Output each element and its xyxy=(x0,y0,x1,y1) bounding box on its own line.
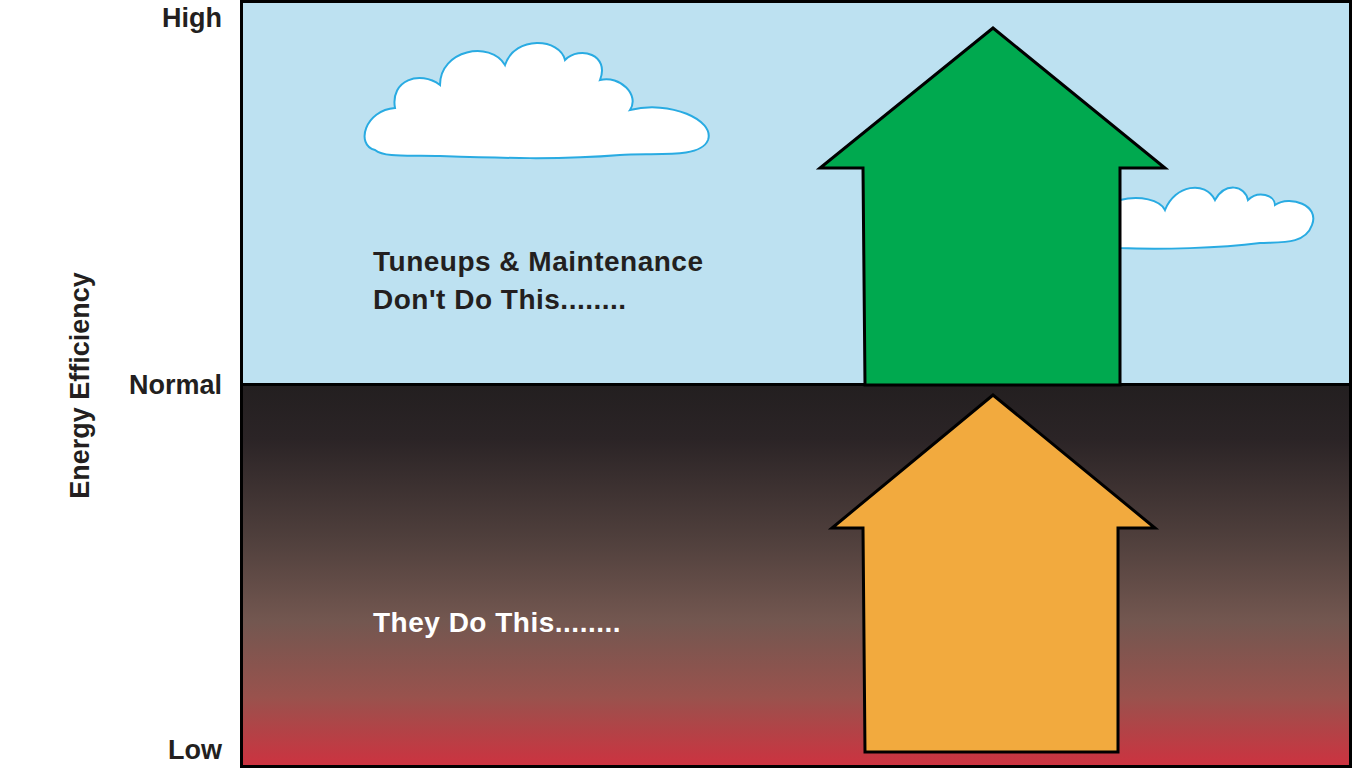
cloud xyxy=(1120,188,1313,249)
cloud xyxy=(365,43,709,158)
up-arrow-high xyxy=(820,28,1165,385)
up-arrow-low xyxy=(832,395,1155,752)
axis-tick-label: Low xyxy=(168,735,222,766)
band-caption: They Do This........ xyxy=(373,604,773,642)
axis-tick-label: High xyxy=(162,3,222,34)
lower-band: They Do This........ xyxy=(240,383,1352,768)
axis-title: Energy Efficiency xyxy=(64,272,95,499)
upper-band: Tuneups & Maintenance Don't Do This.....… xyxy=(240,0,1352,386)
axis-tick-label: Normal xyxy=(129,370,222,401)
band-caption: Tuneups & Maintenance Don't Do This.....… xyxy=(373,243,733,319)
